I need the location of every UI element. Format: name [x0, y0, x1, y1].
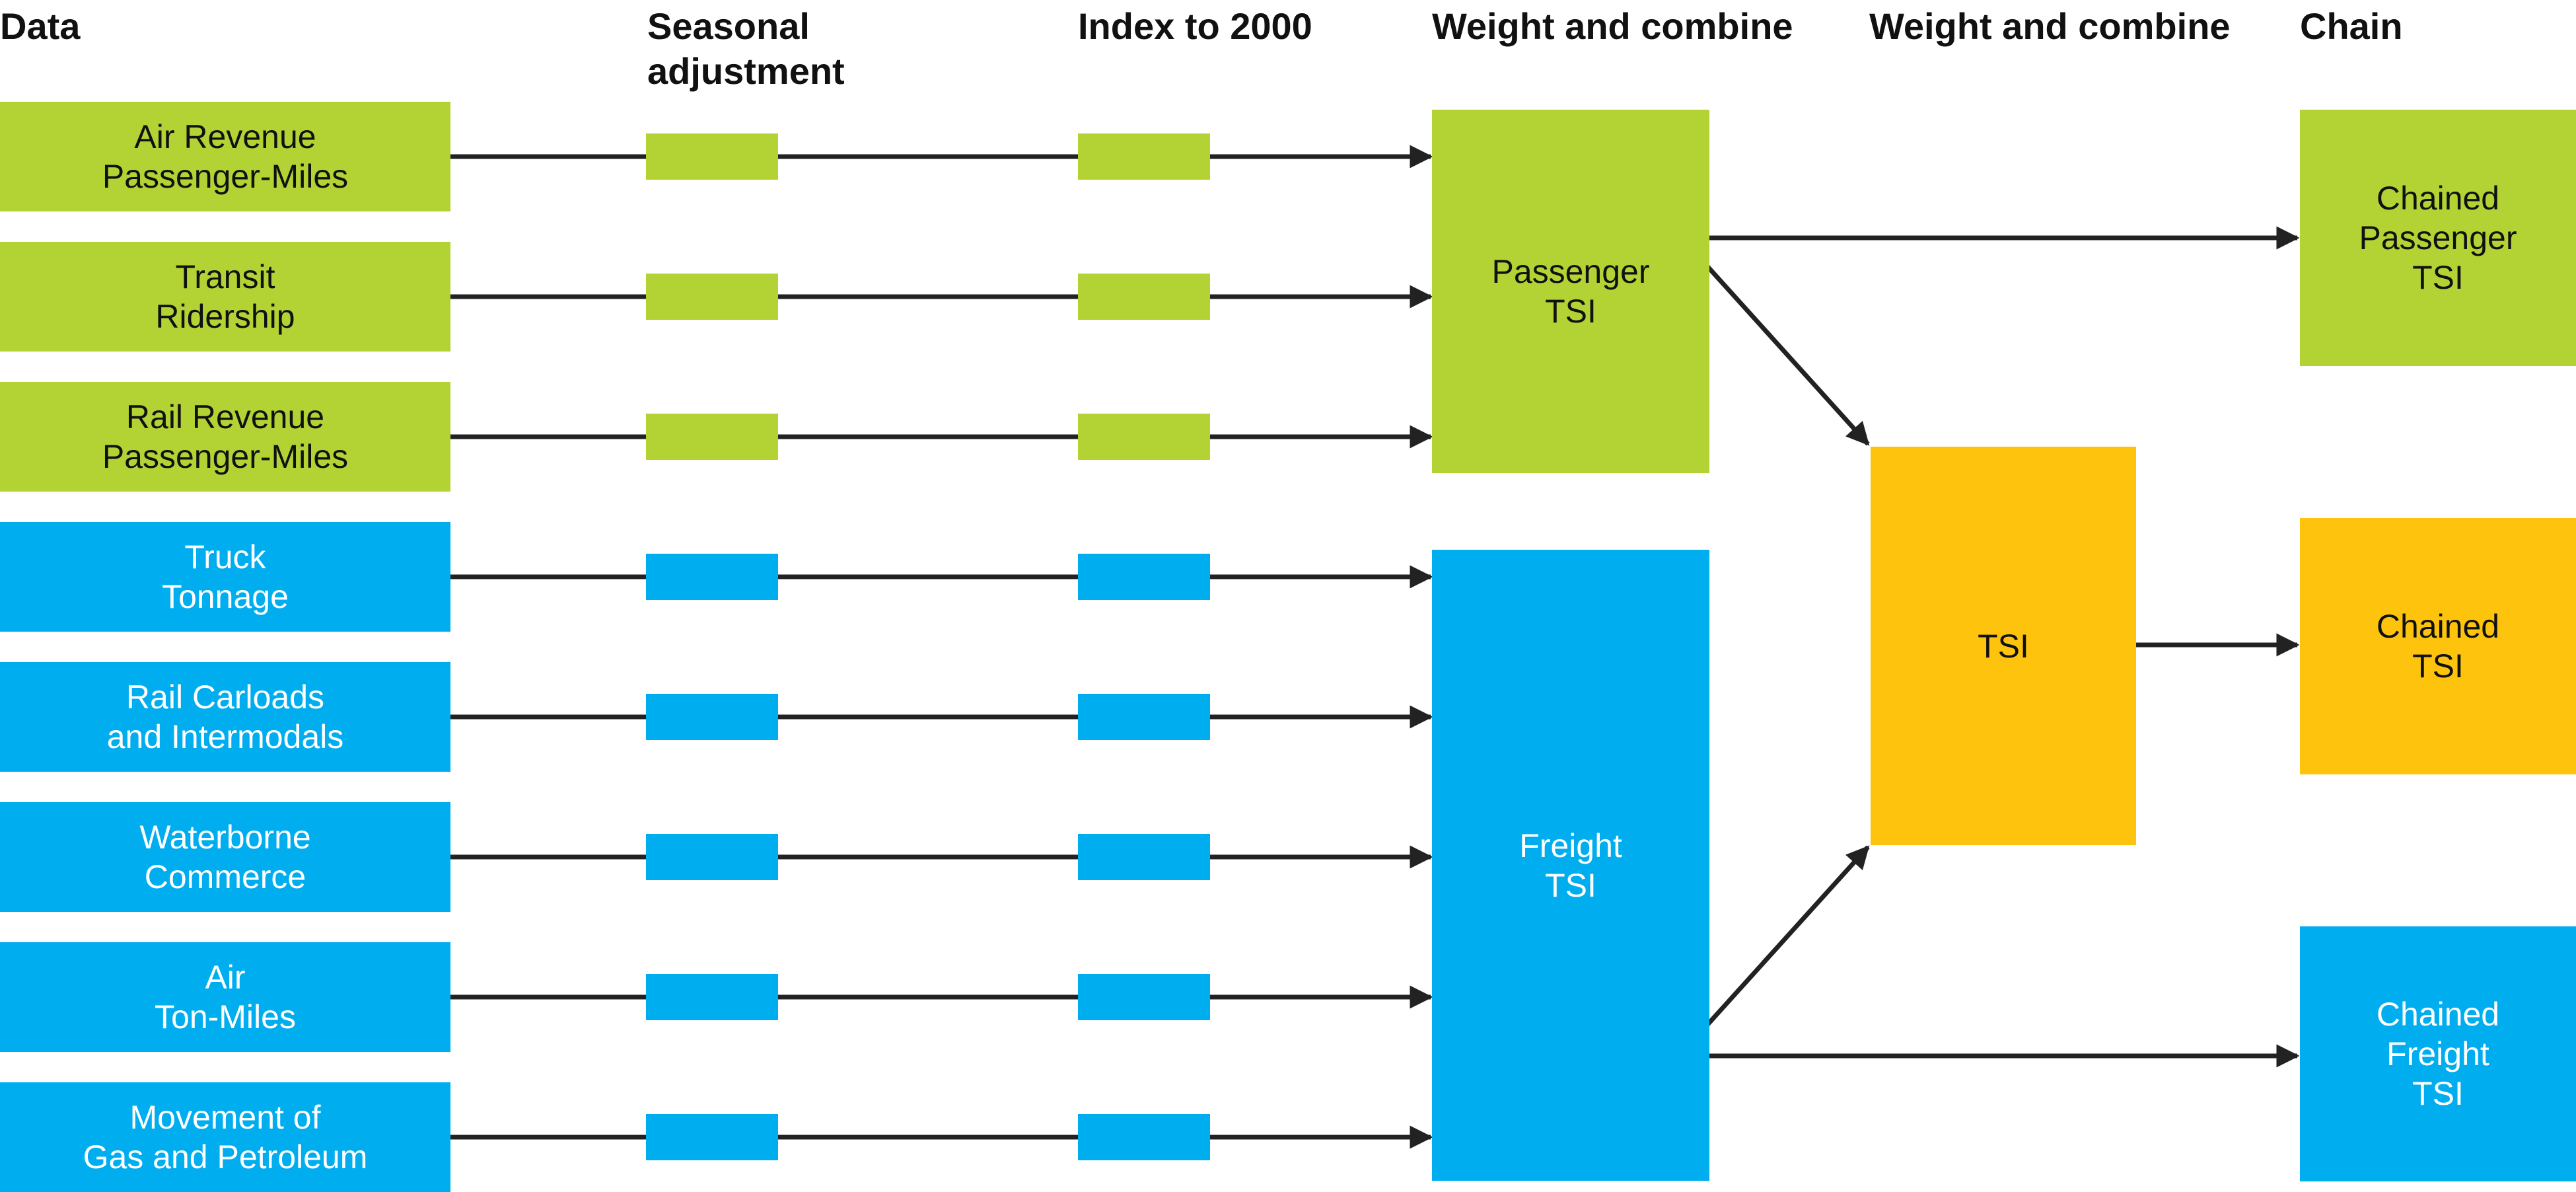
source-box: Transit Ridership: [0, 242, 450, 352]
source-box: Air Ton-Miles: [0, 942, 450, 1052]
freight-tsi-box: Freight TSI: [1432, 550, 1709, 1181]
header-index-to-2000: Index to 2000: [1078, 5, 1312, 47]
source-box: Truck Tonnage: [0, 522, 450, 632]
header-seasonal-adjustment: Seasonal adjustment: [647, 5, 845, 92]
freight-to-tsi-arrow: [1705, 845, 1870, 1027]
header-chain: Chain: [2300, 5, 2403, 47]
index-step: [1078, 694, 1210, 740]
seasonal-adjustment-step: [646, 414, 778, 460]
header-weight-and-combine-2: Weight and combine: [1869, 5, 2231, 47]
index-step: [1078, 974, 1210, 1020]
index-step: [1078, 133, 1210, 180]
seasonal-adjustment-step: [646, 834, 778, 880]
arrow-group: [450, 145, 2300, 1149]
passenger-tsi-box: Passenger TSI: [1432, 110, 1709, 473]
index-step: [1078, 834, 1210, 880]
index-step: [1078, 274, 1210, 320]
source-box: Waterborne Commerce: [0, 802, 450, 912]
index-step: [1078, 554, 1210, 600]
seasonal-adjustment-step: [646, 133, 778, 180]
seasonal-adjustment-step: [646, 554, 778, 600]
chained-freight-tsi-box: Chained Freight TSI: [2300, 926, 2576, 1181]
seasonal-adjustment-step: [646, 1114, 778, 1160]
source-box: Rail Revenue Passenger-Miles: [0, 382, 450, 492]
tsi-box: TSI: [1871, 447, 2136, 845]
source-box: Rail Carloads and Intermodals: [0, 662, 450, 772]
header-data: Data: [0, 5, 81, 47]
source-box: Air Revenue Passenger-Miles: [0, 102, 450, 211]
chained-tsi-box: Chained TSI: [2300, 518, 2576, 774]
source-box: Movement of Gas and Petroleum: [0, 1082, 450, 1192]
index-step: [1078, 1114, 1210, 1160]
seasonal-adjustment-step: [646, 274, 778, 320]
passenger-to-tsi-arrow: [1705, 264, 1870, 446]
index-step: [1078, 414, 1210, 460]
header-weight-and-combine-1: Weight and combine: [1432, 5, 1793, 47]
chained-passenger-tsi-box: Chained Passenger TSI: [2300, 110, 2576, 366]
seasonal-adjustment-step: [646, 974, 778, 1020]
seasonal-adjustment-step: [646, 694, 778, 740]
